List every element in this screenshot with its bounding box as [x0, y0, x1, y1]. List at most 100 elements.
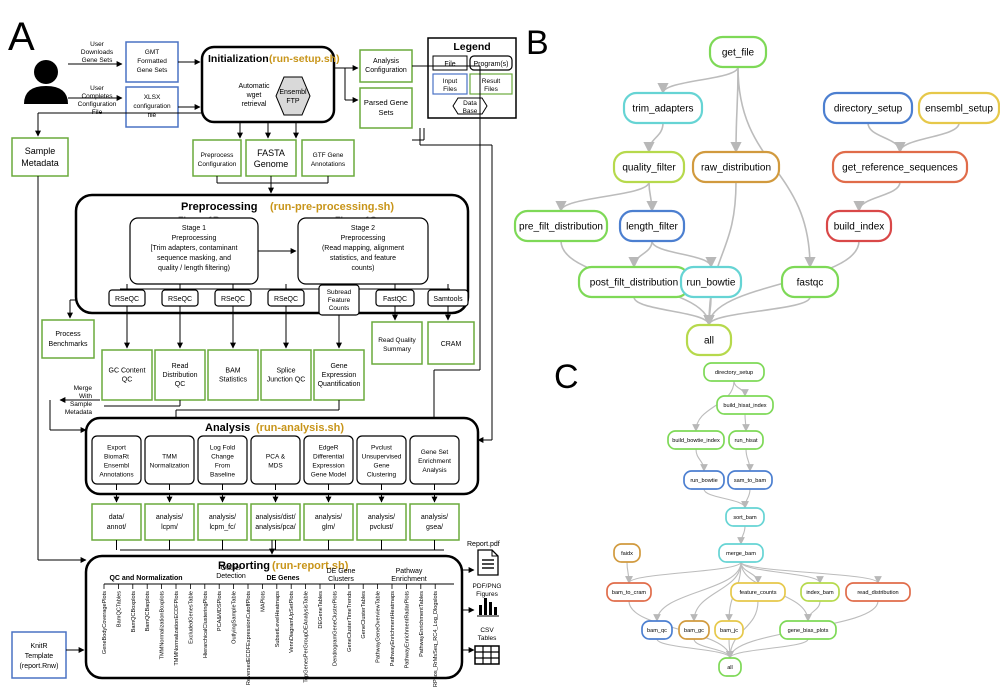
- stage2-box: [297, 217, 429, 285]
- analysis-output-box: [409, 503, 460, 541]
- qc-output-label: GC Content: [109, 368, 146, 375]
- process-benchmarks-box: [41, 319, 95, 359]
- xlsx-line: XLSX: [144, 94, 161, 101]
- dag-edge: [894, 122, 960, 154]
- fasta-line: Genome: [254, 159, 289, 169]
- dag-edge: [740, 561, 882, 584]
- b-node-label: raw_distribution: [701, 163, 771, 174]
- b-node-label: get_file: [722, 48, 755, 59]
- c-node-build-hisat-index: [716, 395, 774, 415]
- analysis-output-label: analysis/: [421, 514, 448, 521]
- tool-label: RSeQC: [115, 296, 139, 303]
- report-item-label: PCA&MDSPlots: [217, 591, 223, 631]
- c-node-label: sam_to_bam: [734, 478, 767, 484]
- panel-b-edges: [555, 66, 960, 327]
- dag-edge: [643, 122, 664, 154]
- report-group-label: Enrichment: [391, 576, 426, 583]
- b-node-pre-filt-distribution: [513, 209, 609, 243]
- stage1-line: sequence masking, and: [157, 255, 231, 262]
- qc-output-label: BAM: [225, 368, 240, 375]
- c-node-label: read_distribution: [857, 590, 898, 596]
- b-node-label: fastqc: [797, 278, 824, 289]
- analysis-output-label: gsea/: [426, 524, 443, 531]
- knitr-line: (report.Rnw): [20, 663, 59, 670]
- reporting-title: Reporting: [218, 560, 270, 572]
- b-node-label: pre_filt_distribution: [519, 222, 603, 233]
- report-item-label: PathwayEnrichmentTables: [419, 591, 425, 657]
- dag-edge: [693, 638, 734, 659]
- preprocess-config-line: Preprocess: [201, 152, 235, 159]
- analysis-step-label: Change: [211, 454, 234, 461]
- xlsx-line: configuration: [133, 103, 171, 110]
- read-quality-summary-box: [371, 321, 423, 365]
- tool-label: Samtools: [433, 296, 463, 303]
- stage2-line: statistics, and feature: [330, 255, 396, 262]
- dag-edge: [656, 638, 734, 659]
- dag-edge: [742, 413, 750, 432]
- stage2-line: counts): [352, 265, 375, 272]
- user-completes-line: Completes: [81, 93, 113, 100]
- c-node-bam-to-cram: [606, 582, 652, 602]
- panel-c: C directory_setupbuild_hisat_indexbuild_…: [554, 358, 911, 677]
- dag-edge: [745, 448, 754, 472]
- c-node-bam-qc: [641, 620, 673, 640]
- analysis-output-label: lcpm/: [161, 524, 178, 531]
- dag-edge: [555, 181, 650, 213]
- report-item-label: TopGenesPerGroupDEAnalysisTable: [304, 591, 310, 683]
- tool-label: Subread: [327, 289, 352, 296]
- dag-edge: [657, 66, 739, 95]
- initialization-script: (run-setup.sh): [269, 53, 340, 65]
- sample-metadata-box: [11, 137, 69, 177]
- analysis-step-label: Pvclust: [371, 445, 392, 452]
- tool-label: Counts: [329, 305, 350, 312]
- report-item-label: BamQCBoxplots: [131, 591, 137, 633]
- analysis-output-label: analysis/: [368, 514, 395, 521]
- dag-edge: [804, 600, 821, 622]
- c-node-label: all: [727, 665, 733, 671]
- xlsx-line: file: [148, 112, 157, 119]
- dag-edge: [726, 600, 759, 659]
- dag-edge: [733, 380, 749, 397]
- analysis-step-label: Log Fold: [210, 445, 236, 452]
- user-downloads-line: User: [90, 41, 105, 48]
- dag-edge: [737, 525, 746, 545]
- dag-edge: [703, 181, 737, 327]
- qc-output-box: [260, 349, 312, 401]
- report-item-label: GeneClusterTimeTrends: [347, 591, 353, 652]
- analysis-configuration-box: [359, 49, 413, 83]
- dag-edge: [651, 240, 717, 269]
- ftp-line: FTP: [286, 98, 300, 105]
- dag-edge: [703, 488, 749, 509]
- c-node-label: build_hisat_index: [723, 403, 766, 409]
- analysis-output-box: [197, 503, 248, 541]
- dag-edge: [653, 561, 742, 622]
- dag-edge: [867, 122, 906, 154]
- c-node-label: run_hisat: [734, 438, 757, 444]
- process-benchmarks-line: Process: [55, 331, 81, 338]
- stage1-line: Stage 1: [182, 225, 206, 232]
- gmt-gene-sets-box: [125, 41, 179, 83]
- reporting-box: [84, 554, 464, 680]
- report-item-label: TMMNormalizationBoxplots: [160, 591, 166, 660]
- wget-line: wget: [246, 92, 262, 99]
- initialization-title: Initialization: [208, 53, 269, 65]
- report-item-label: RPhos_RrMsSeq_RC4_Log_Dlogslots: [433, 591, 439, 687]
- report-item-label: BamQCBarplots: [145, 591, 151, 632]
- c-node-label: bam_gc: [684, 628, 704, 634]
- tool-label: FastQC: [383, 296, 407, 303]
- analysis-output-label: analysis/: [315, 514, 342, 521]
- analysis-output-box: [303, 503, 354, 541]
- c-node-bam-gc: [678, 620, 710, 640]
- dag-edge: [741, 488, 751, 509]
- analysis-step-label: Expression: [312, 463, 345, 470]
- c-node-label: bam_qc: [647, 628, 667, 634]
